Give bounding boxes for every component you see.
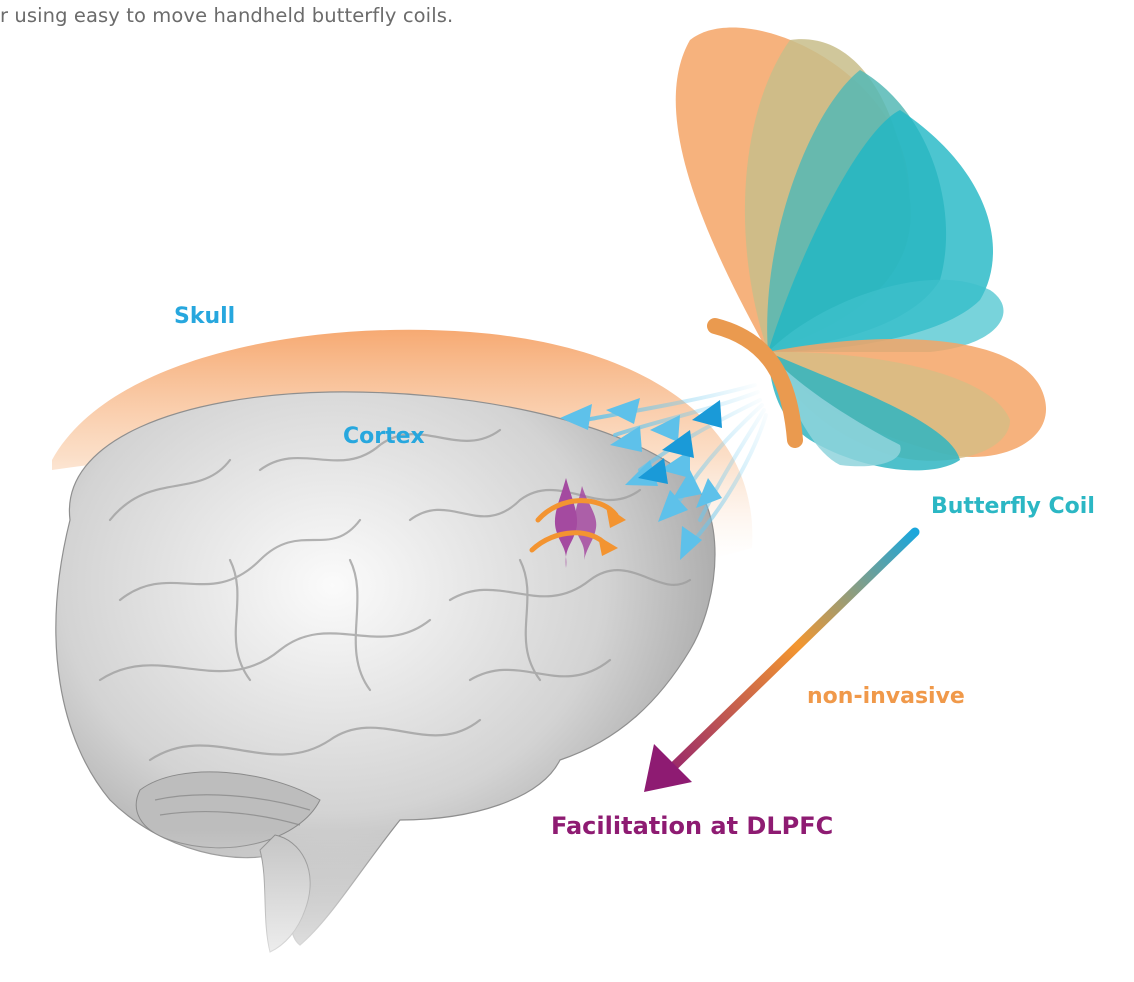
non-invasive-label: non-invasive [807, 684, 965, 709]
intro-text: r using easy to move handheld butterfly … [0, 4, 453, 27]
skull-label: Skull [174, 304, 235, 329]
facilitation-label: Facilitation at DLPFC [551, 812, 833, 840]
cortex-label: Cortex [343, 424, 425, 449]
butterfly-coil-label: Butterfly Coil [931, 494, 1095, 519]
